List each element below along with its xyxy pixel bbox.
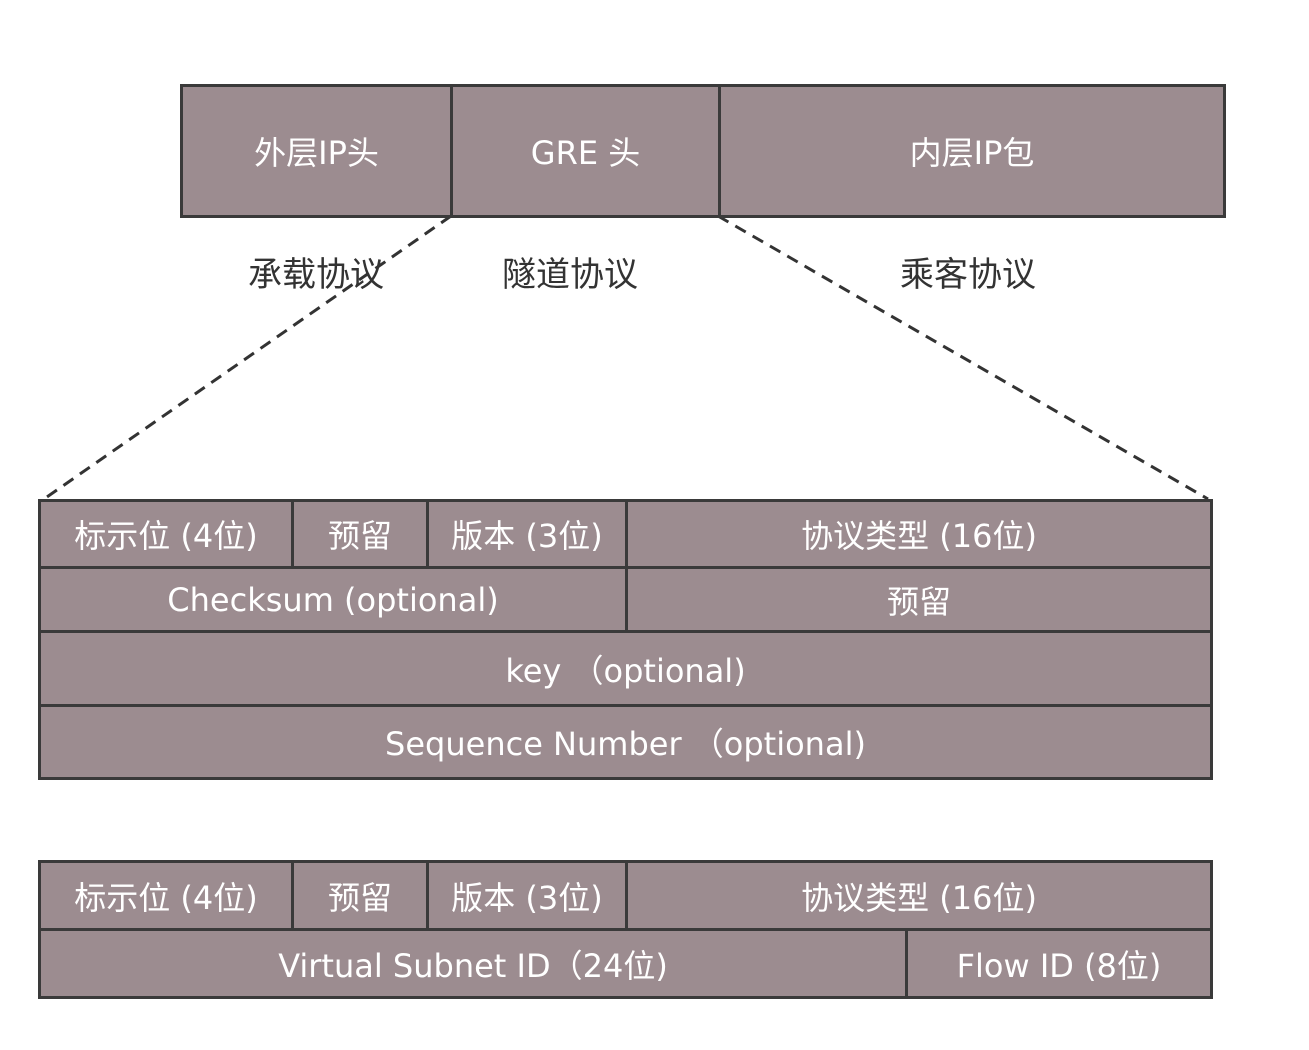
nvgre-version-cell: 版本 (3位) <box>426 860 628 931</box>
nvgre-virtual-subnet-id-cell: Virtual Subnet ID（24位) <box>38 928 908 999</box>
tunnel-protocol-caption: 隧道协议 <box>502 255 638 295</box>
nvgre-flow-id-label: Flow ID (8位) <box>956 946 1162 985</box>
nvgre-flags-label: 标示位 (4位) <box>74 878 258 917</box>
passenger-protocol-caption: 乘客协议 <box>900 255 1036 295</box>
gre-reserved2-cell: 预留 <box>625 566 1213 633</box>
gre-key-cell: key （optional) <box>38 630 1213 707</box>
nvgre-reserved-cell: 预留 <box>291 860 429 931</box>
outer-ip-header-cell: 外层IP头 <box>180 84 453 218</box>
carrier-protocol-caption: 承载协议 <box>248 255 384 295</box>
nvgre-virtual-subnet-id-label: Virtual Subnet ID（24位) <box>278 946 668 985</box>
left-dashed-connector <box>43 214 452 501</box>
gre-version-label: 版本 (3位) <box>451 517 603 555</box>
gre-header-cell: GRE 头 <box>450 84 721 218</box>
gre-key-label: key （optional) <box>505 651 746 690</box>
gre-flags-cell: 标示位 (4位) <box>38 499 294 569</box>
inner-ip-packet-label: 内层IP包 <box>909 134 1035 172</box>
gre-checksum-label: Checksum (optional) <box>167 580 499 619</box>
gre-flags-label: 标示位 (4位) <box>74 517 258 555</box>
gre-protocol-type-cell: 协议类型 (16位) <box>625 499 1213 569</box>
outer-ip-header-label: 外层IP头 <box>254 134 379 172</box>
right-dashed-connector <box>717 214 1209 501</box>
gre-protocol-type-label: 协议类型 (16位) <box>801 517 1037 555</box>
nvgre-protocol-type-cell: 协议类型 (16位) <box>625 860 1213 931</box>
gre-header-label: GRE 头 <box>530 134 641 172</box>
inner-ip-packet-cell: 内层IP包 <box>718 84 1226 218</box>
gre-reserved-cell: 预留 <box>291 499 429 569</box>
nvgre-flags-cell: 标示位 (4位) <box>38 860 294 931</box>
gre-version-cell: 版本 (3位) <box>426 499 628 569</box>
gre-checksum-cell: Checksum (optional) <box>38 566 628 633</box>
nvgre-version-label: 版本 (3位) <box>451 878 603 917</box>
gre-sequence-number-cell: Sequence Number （optional) <box>38 704 1213 780</box>
nvgre-reserved-label: 预留 <box>327 878 392 917</box>
nvgre-flow-id-cell: Flow ID (8位) <box>905 928 1213 999</box>
gre-reserved-label: 预留 <box>327 517 392 555</box>
gre-reserved2-label: 预留 <box>886 582 951 621</box>
gre-sequence-number-label: Sequence Number （optional) <box>385 725 866 763</box>
nvgre-protocol-type-label: 协议类型 (16位) <box>801 878 1037 917</box>
